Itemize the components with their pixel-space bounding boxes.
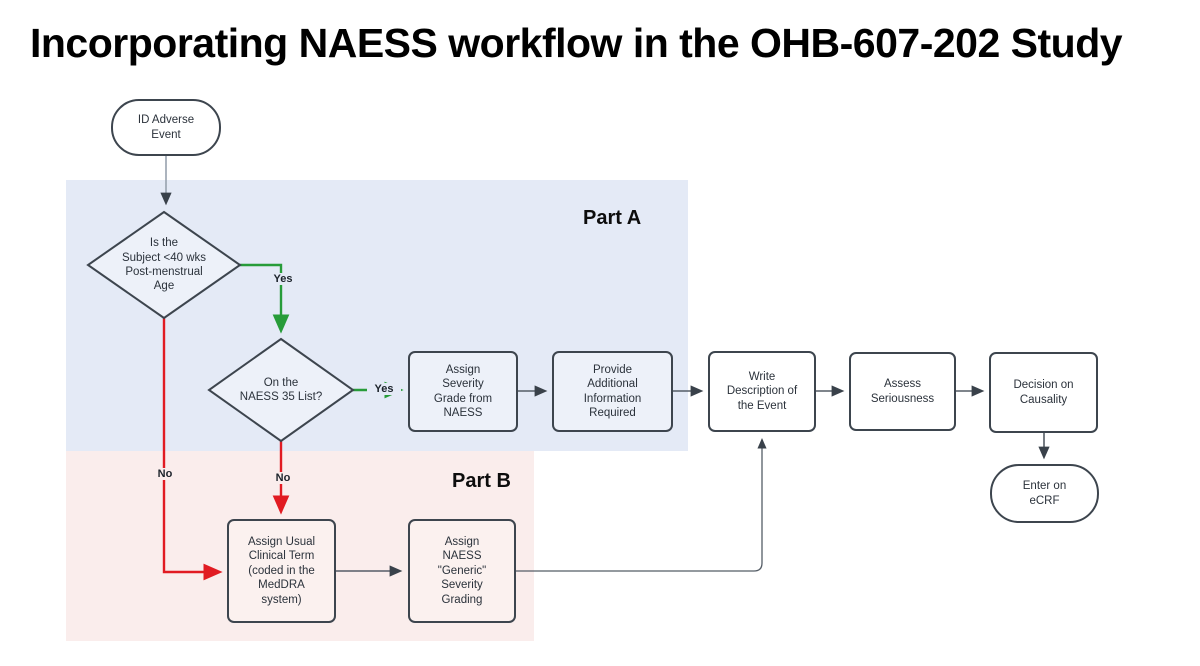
start-terminator-label: ID Adverse Event <box>137 114 195 141</box>
edge-label-no-list: No <box>268 472 298 484</box>
write-description-label: Write Description of the Event <box>726 370 798 412</box>
edge-label-yes-list: Yes <box>367 383 401 395</box>
provide-info-label: Provide Additional Information Required <box>583 363 642 419</box>
page-title: Incorporating NAESS workflow in the OHB-… <box>30 20 1123 66</box>
enter-ecrf-terminator-label: Enter on eCRF <box>1022 480 1067 507</box>
part-a-label: Part A <box>583 207 642 229</box>
decision-causality-label: Decision on Causality <box>1013 379 1074 406</box>
naess-list-decision-label: On the NAESS 35 List? <box>239 376 323 403</box>
age-decision-label: Is the Subject <40 wks Post-menstrual Ag… <box>121 237 207 293</box>
part-b-label: Part B <box>452 470 511 492</box>
assess-seriousness-label: Assess Seriousness <box>870 378 935 405</box>
assign-severity-label: Assign Severity Grade from NAESS <box>433 363 493 419</box>
edge-generic-grading-to-write-description <box>515 438 767 572</box>
assign-generic-grading-label: Assign NAESS "Generic" Severity Grading <box>437 536 487 606</box>
assign-usual-term-label: Assign Usual Clinical Term (coded in the… <box>247 536 316 606</box>
edge-label-yes-age: Yes <box>266 273 300 285</box>
edge-label-no-age: No <box>150 468 180 480</box>
